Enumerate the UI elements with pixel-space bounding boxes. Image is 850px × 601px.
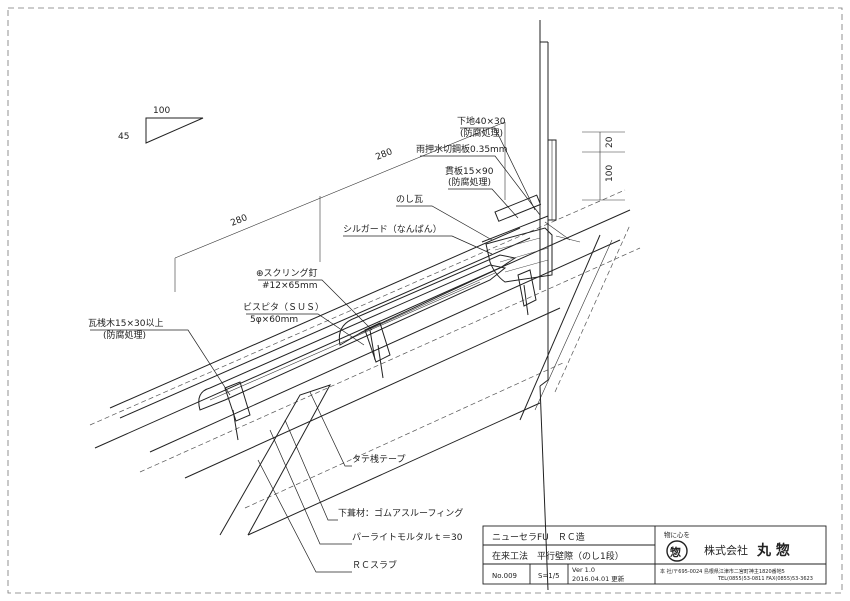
label-kawarasangi-sub: (防腐処理) <box>103 329 146 341</box>
label-nukiita: 貫板15×90 <box>445 165 494 177</box>
dim-lower-280: 280 <box>229 213 249 229</box>
dimension-lines: 280 280 20 100 <box>174 121 625 292</box>
label-kawarasangi: 瓦桟木15×30以上 <box>88 317 163 329</box>
label-shitabuki: 下葺材：ゴムアスルーフィング <box>338 507 463 519</box>
label-tatesan: タテ桟テープ <box>352 453 405 465</box>
label-perlite: パーライトモルタルｔ＝30 <box>352 532 463 543</box>
label-nukiita-sub: (防腐処理) <box>448 176 491 188</box>
tb-tagline: 物に心を <box>664 530 690 539</box>
tb-method: 在来工法 平行壁際（のし1段） <box>492 550 624 562</box>
dim-upper-280: 280 <box>374 147 394 163</box>
svg-text:惣: 惣 <box>670 545 681 559</box>
label-screw-nail-size: #12×65mm <box>262 281 318 291</box>
label-bispita: ビスピタ（ＳＵＳ） <box>243 302 324 313</box>
slope-indicator: 100 45 <box>118 106 204 144</box>
dim-wall-100: 100 <box>605 165 615 182</box>
label-screw-nail: ⊕スクリング釘 <box>256 267 318 279</box>
title-block: ニューセラFU ＲＣ造 在来工法 平行壁際（のし1段） No.009 S=1/5… <box>482 525 827 585</box>
sheet-border <box>7 7 843 594</box>
label-bispita-size: 5φ×60mm <box>250 315 298 325</box>
tb-tel: TEL(0855)53-0811 FAX(0855)53-3623 <box>717 576 813 582</box>
roof-layers <box>89 189 641 536</box>
roof-tiles <box>198 254 537 441</box>
tb-company-name: 丸 惣 <box>756 542 790 559</box>
slope-rise: 45 <box>118 132 129 142</box>
label-shitaji: 下地40×30 <box>457 115 506 127</box>
label-shitaji-sub: (防腐処理) <box>460 127 503 139</box>
tb-version: Ver 1.0 <box>572 566 595 574</box>
tb-scale: S=1/5 <box>538 572 560 580</box>
label-noshigawara: のし瓦 <box>396 194 423 205</box>
label-sillguard: シルガード（なんばん） <box>343 224 442 235</box>
label-amaosae: 雨押水切鋼板0.35mm <box>416 143 508 155</box>
slope-run: 100 <box>153 106 170 116</box>
tb-product: ニューセラFU ＲＣ造 <box>492 531 585 543</box>
annotations: 下地40×30 (防腐処理) 雨押水切鋼板0.35mm 貫板15×90 (防腐処… <box>88 115 541 573</box>
dim-wall-20: 20 <box>605 136 615 148</box>
label-rc-slab: ＲＣスラブ <box>352 559 397 571</box>
tb-number: No.009 <box>492 572 517 580</box>
tb-updated: 2016.04.01 更新 <box>572 574 625 583</box>
tb-address: 本 社/〒695-0024 島根県江津市二宮町神主1820番地5 <box>660 568 785 575</box>
company-logo: 惣 <box>666 540 688 562</box>
tb-company: 株式会社 <box>704 543 748 557</box>
wall <box>539 20 557 591</box>
